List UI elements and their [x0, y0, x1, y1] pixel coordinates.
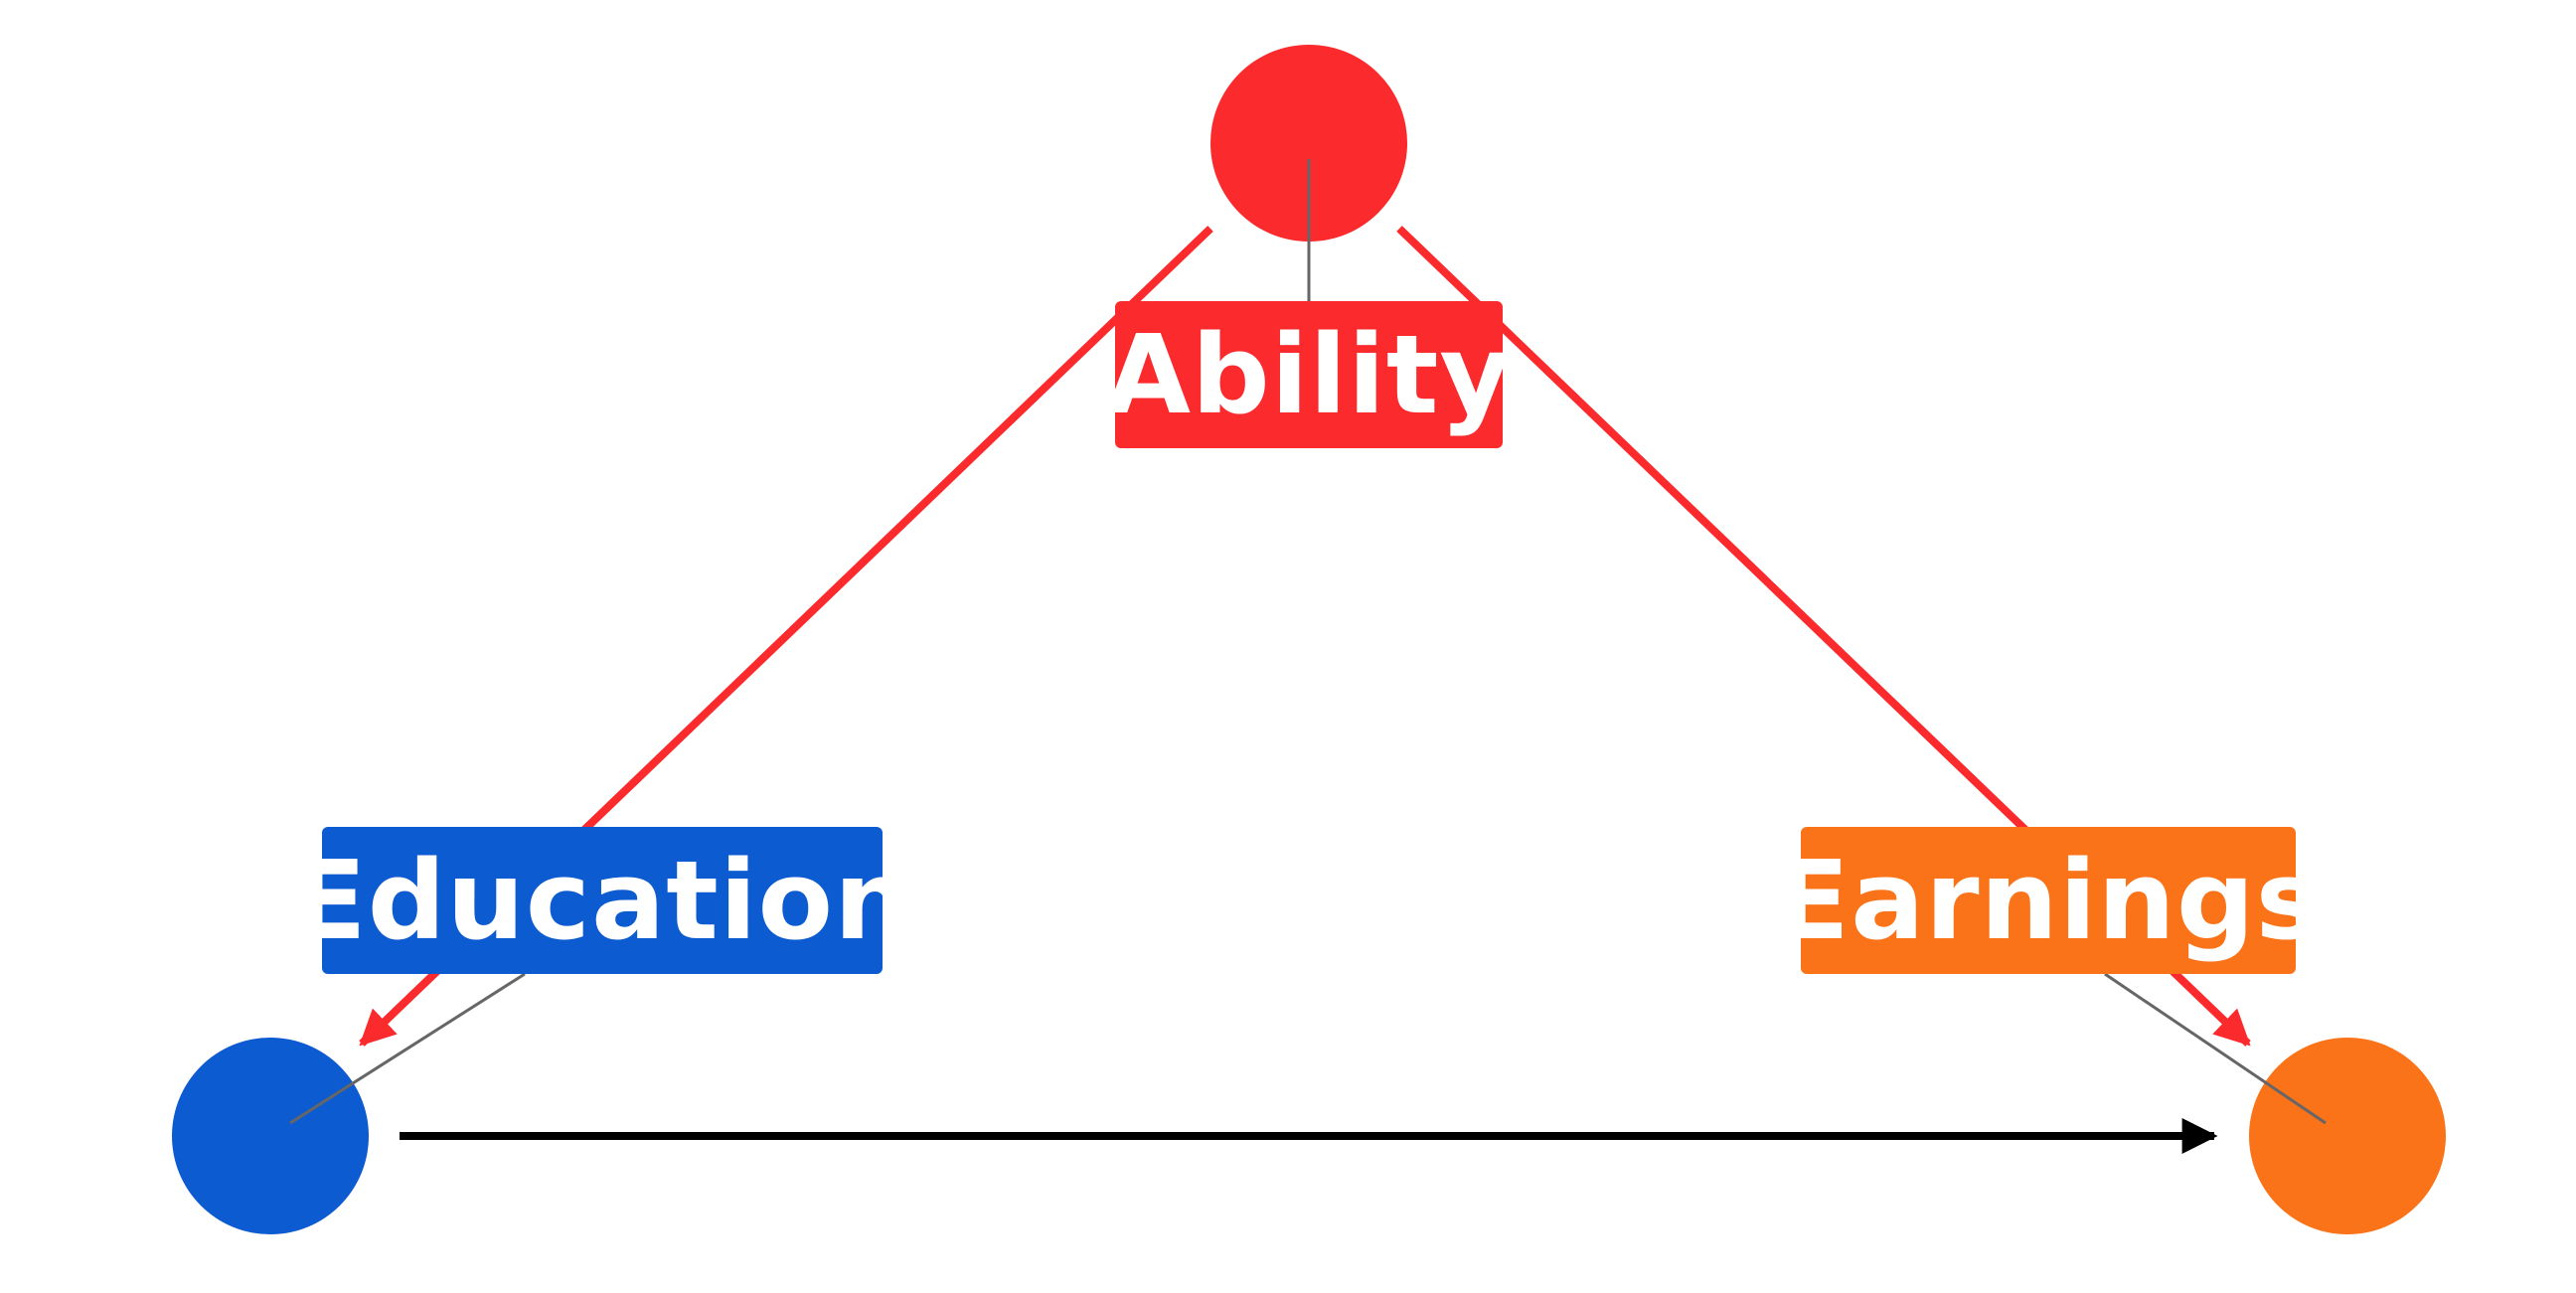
label-ability-text: Ability	[1105, 311, 1513, 438]
label-earnings-text: Earnings	[1774, 837, 2323, 964]
leader-line-education	[289, 972, 526, 1125]
label-education-text: Education	[291, 837, 913, 964]
label-education: Education	[292, 827, 911, 974]
label-ability: Ability	[1106, 301, 1511, 448]
leader-line-earnings	[2104, 972, 2327, 1125]
label-earnings: Earnings	[1775, 827, 2321, 974]
node-education	[172, 1038, 369, 1234]
node-ability	[1210, 45, 1407, 242]
node-earnings	[2249, 1038, 2446, 1234]
